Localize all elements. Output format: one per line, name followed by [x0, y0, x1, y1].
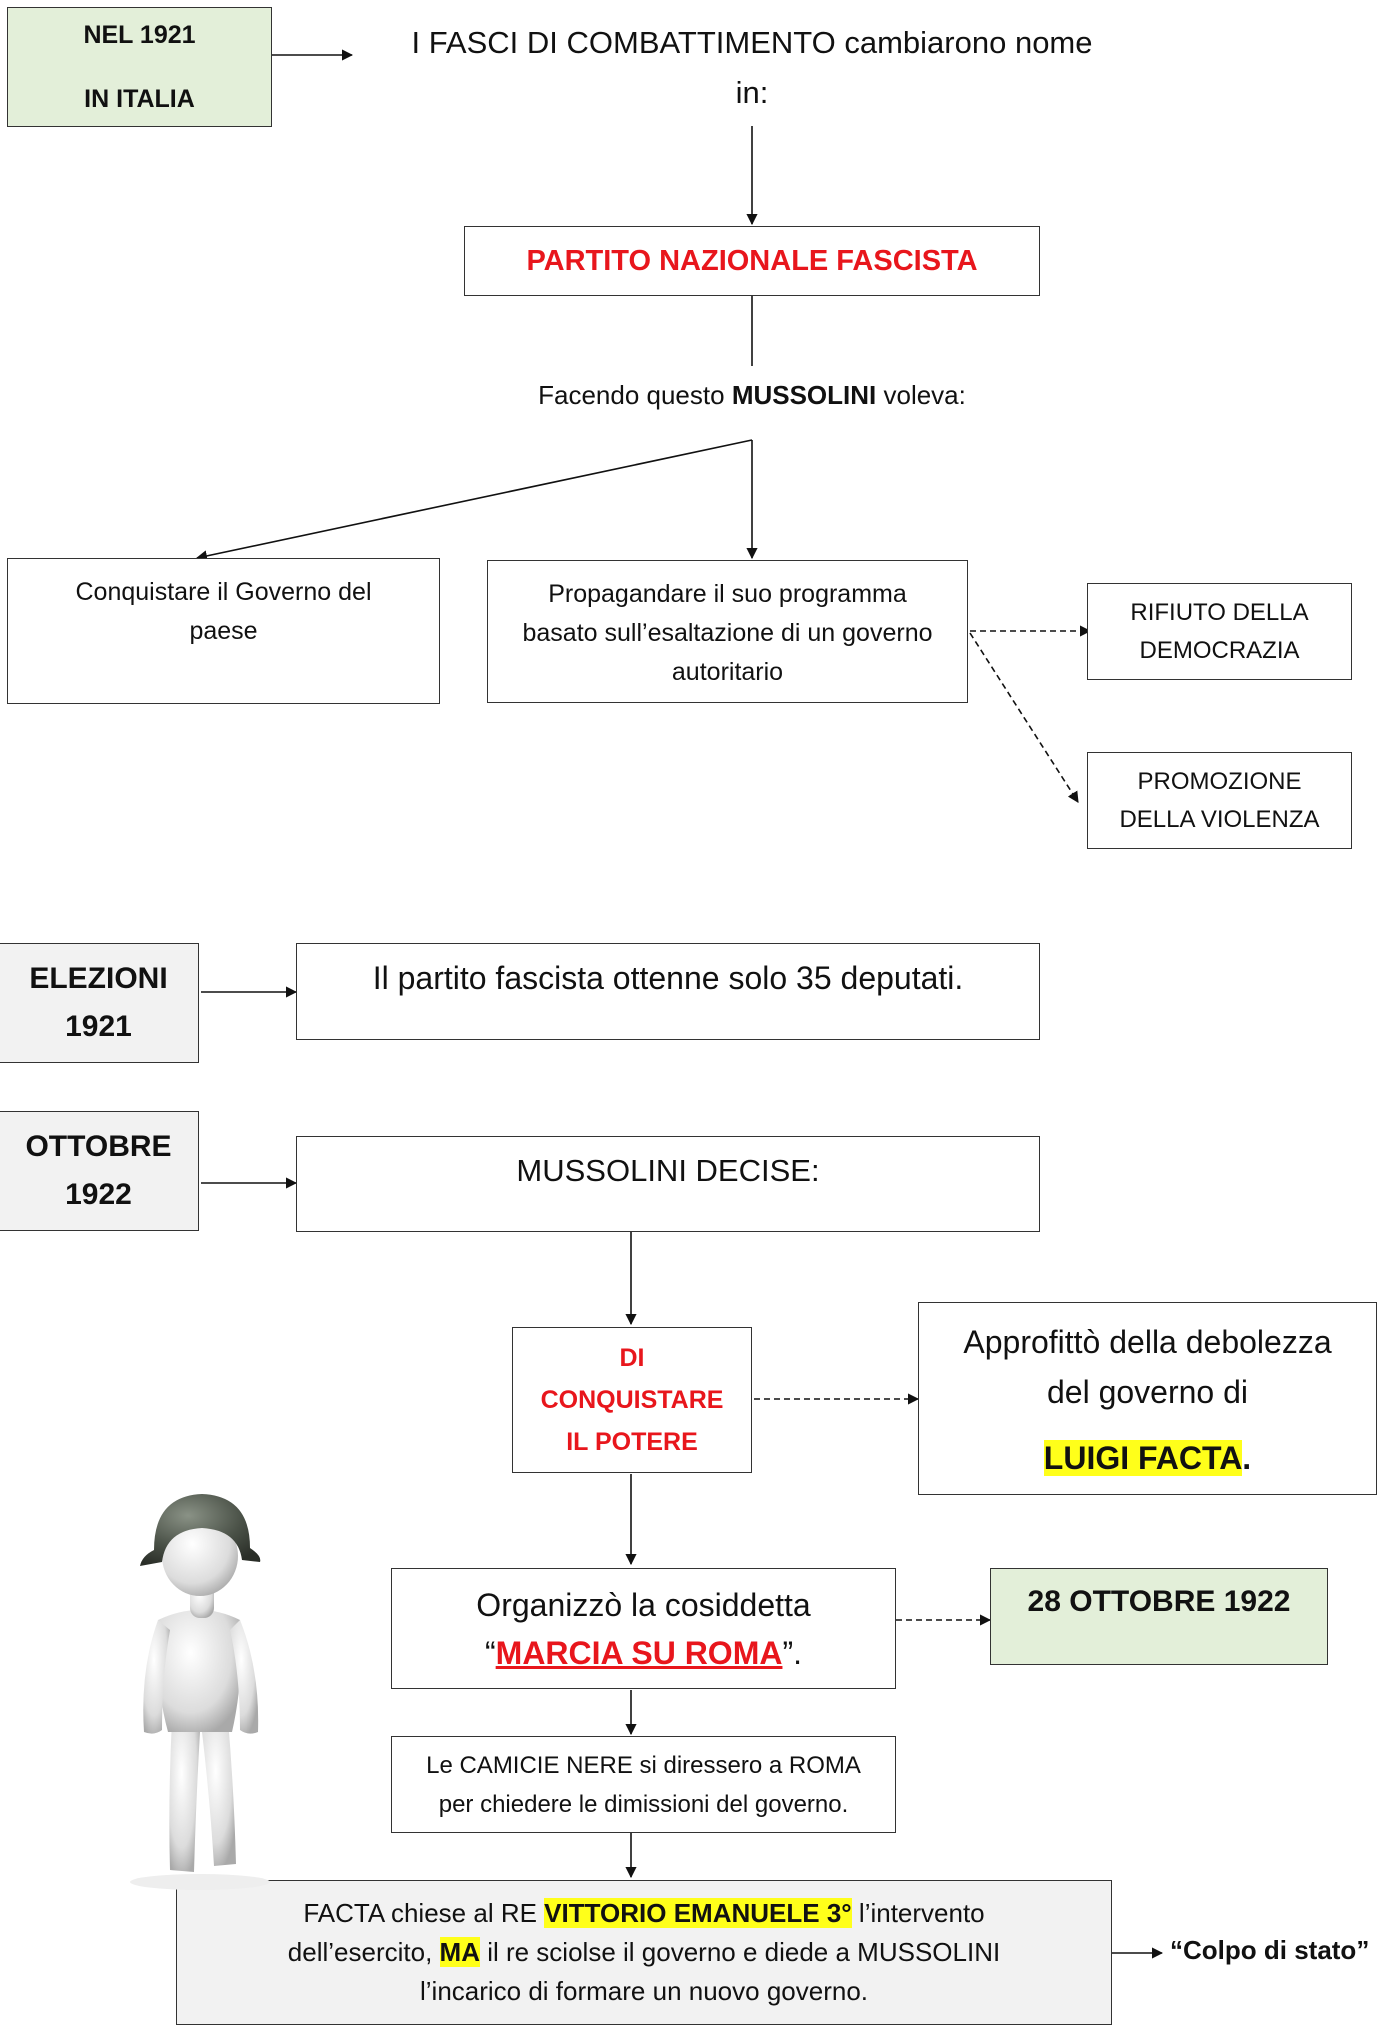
- march-open-quote: “: [485, 1634, 496, 1671]
- october-line1: OTTOBRE: [25, 1130, 172, 1163]
- year-box-line1: NEL 1921: [83, 21, 196, 49]
- facta-l2-post: il re sciolse il governo e diede a MUSSO…: [479, 1937, 1001, 1967]
- reject-line1: RIFIUTO DELLA: [1130, 598, 1309, 626]
- facta-line3: l’incarico di formare un nuovo governo.: [419, 1976, 869, 2006]
- facta-l1-pre: FACTA chiese al RE: [303, 1898, 545, 1928]
- intent-pre: Facendo questo: [538, 380, 732, 410]
- party-name-box: PARTITO NAZIONALE FASCISTA: [464, 226, 1040, 296]
- promote-violence-box: PROMOZIONE DELLA VIOLENZA: [1087, 752, 1352, 849]
- propaganda-line3: autoritario: [671, 658, 784, 686]
- conquer-power-line3: IL POTERE: [566, 1428, 698, 1456]
- fasci-rename-text: I FASCI DI COMBATTIMENTO cambiarono nome…: [370, 18, 1134, 118]
- goal-conquer-government-box: Conquistare il Governo del paese: [7, 558, 440, 704]
- october-line2: 1922: [65, 1178, 132, 1211]
- conquer-line2: paese: [189, 617, 258, 645]
- elections-line2: 1921: [65, 1010, 132, 1043]
- black-shirts-line1: Le CAMICIE NERE si diressero a ROMA: [426, 1751, 861, 1779]
- ma-highlight: MA: [439, 1937, 480, 1967]
- black-shirts-line2: per chiedere le dimissioni del governo.: [438, 1790, 849, 1818]
- propaganda-line1: Propagandare il suo programma: [548, 580, 907, 608]
- facta-line2: dell’esercito, MA il re sciolse il gover…: [288, 1933, 1000, 1972]
- elections-result: Il partito fascista ottenne solo 35 depu…: [372, 960, 964, 996]
- conquer-power-box: DI CONQUISTARE IL POTERE: [512, 1327, 752, 1473]
- conquer-power-line2: CONQUISTARE: [540, 1386, 724, 1414]
- violence-line1: PROMOZIONE: [1137, 767, 1302, 795]
- black-shirts-box: Le CAMICIE NERE si diressero a ROMA per …: [391, 1736, 896, 1833]
- march-line1: Organizzò la cosiddetta: [476, 1586, 811, 1623]
- soldier-figure-icon: [130, 1494, 270, 1890]
- conquer-power-line1: DI: [619, 1344, 645, 1372]
- march-on-rome-box: Organizzò la cosiddetta “MARCIA SU ROMA”…: [391, 1568, 896, 1689]
- propaganda-line2: basato sull’esaltazione di un governo: [522, 619, 933, 647]
- mussolini-decided-box: MUSSOLINI DECISE:: [296, 1136, 1040, 1232]
- party-name: PARTITO NAZIONALE FASCISTA: [526, 244, 978, 277]
- weakness-dot: .: [1242, 1440, 1252, 1476]
- reject-line2: DEMOCRAZIA: [1139, 636, 1300, 664]
- weakness-line3: LUIGI FACTA.: [1043, 1433, 1252, 1483]
- elections-result-box: Il partito fascista ottenne solo 35 depu…: [296, 943, 1040, 1040]
- intent-mussolini: MUSSOLINI: [731, 380, 877, 410]
- fasci-line2: in:: [735, 75, 769, 110]
- date-28-october-box: 28 OTTOBRE 1922: [990, 1568, 1328, 1665]
- mussolini-intent-text: Facendo questo MUSSOLINI voleva:: [440, 380, 1064, 411]
- october-1922-box: OTTOBRE 1922: [0, 1111, 199, 1231]
- weakness-line2: del governo di: [1046, 1374, 1249, 1410]
- elections-line1: ELEZIONI: [29, 962, 168, 995]
- date-28-october: 28 OTTOBRE 1922: [1027, 1585, 1291, 1618]
- march-close-quote: ”.: [782, 1634, 802, 1671]
- march-line2: “MARCIA SU ROMA”.: [485, 1629, 802, 1677]
- luigi-facta: LUIGI FACTA: [1043, 1440, 1243, 1476]
- intent-post: voleva:: [876, 380, 966, 410]
- violence-line2: DELLA VIOLENZA: [1119, 805, 1320, 833]
- facta-king-box: FACTA chiese al RE VITTORIO EMANUELE 3° …: [176, 1880, 1112, 2025]
- coup-label: “Colpo di stato”: [1170, 1935, 1370, 1965]
- weakness-line1: Approfittò della debolezza: [963, 1324, 1332, 1360]
- year-1921-box: NEL 1921 IN ITALIA: [7, 7, 272, 127]
- march-on-rome-name: MARCIA SU ROMA: [495, 1634, 783, 1671]
- facta-l2-pre: dell’esercito,: [287, 1937, 440, 1967]
- goal-propaganda-box: Propagandare il suo programma basato sul…: [487, 560, 968, 703]
- elections-1921-box: ELEZIONI 1921: [0, 943, 199, 1063]
- facta-l1-post: l’intervento: [851, 1898, 985, 1928]
- facta-line1: FACTA chiese al RE VITTORIO EMANUELE 3° …: [303, 1894, 985, 1933]
- year-box-line2: IN ITALIA: [84, 85, 195, 113]
- mussolini-decided: MUSSOLINI DECISE:: [516, 1153, 820, 1188]
- fasci-line1: I FASCI DI COMBATTIMENTO cambiarono nome: [411, 25, 1093, 60]
- king-name: VITTORIO EMANUELE 3°: [544, 1898, 852, 1928]
- conquer-line1: Conquistare il Governo del: [75, 578, 372, 606]
- facta-weakness-box: Approfittò della debolezza del governo d…: [918, 1302, 1377, 1495]
- reject-democracy-box: RIFIUTO DELLA DEMOCRAZIA: [1087, 583, 1352, 680]
